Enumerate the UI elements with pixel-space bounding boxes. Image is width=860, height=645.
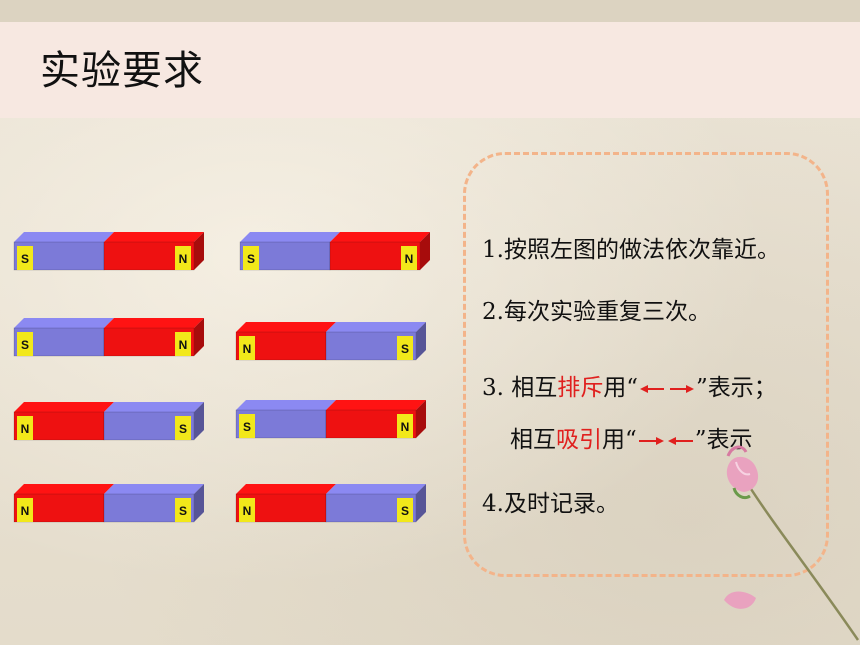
magnet-left-top-face: [14, 402, 114, 412]
magnet-left-top-face: [236, 400, 336, 410]
pole-label-right: S: [179, 504, 187, 518]
magnet-end-face: [194, 402, 204, 440]
magnet-right-top-face: [104, 318, 204, 328]
pole-label-left: S: [21, 338, 29, 352]
flower-decoration-icon: [724, 445, 860, 641]
magnet-left-top-face: [236, 484, 336, 494]
magnet-right-top-face: [326, 322, 426, 332]
requirement-3-suffix: ”表示；: [696, 375, 777, 401]
pole-label-left: S: [21, 252, 29, 266]
magnet-left-top-face: [240, 232, 340, 242]
pole-label-bg: [17, 332, 33, 356]
pole-label-bg: [239, 336, 255, 360]
magnet-left-top-face: [14, 232, 114, 242]
repel-arrows-icon: [640, 385, 695, 393]
requirement-3-prefix: 3. 相互: [482, 375, 558, 401]
magnet-left-top-face: [14, 484, 114, 494]
magnet-end-face: [416, 484, 426, 522]
magnet-end-face: [420, 232, 430, 270]
attract-word: 吸引: [556, 427, 602, 453]
pole-label-bg: [175, 416, 191, 440]
pole-label-right: N: [405, 252, 414, 266]
pole-label-bg: [401, 246, 417, 270]
pole-label-bg: [397, 498, 413, 522]
requirement-3: 3. 相互排斥用“ ”表示；: [482, 368, 777, 402]
pole-label-left: N: [21, 504, 30, 518]
pole-label-left: S: [243, 420, 251, 434]
magnet-end-face: [194, 232, 204, 270]
repel-word: 排斥: [557, 375, 604, 401]
magnet-right-top-face: [326, 484, 426, 494]
magnet-right-top-face: [104, 232, 204, 242]
magnet-left-top-face: [236, 322, 336, 332]
requirement-3-mid: 用“: [603, 375, 639, 401]
pole-label-left: S: [247, 252, 255, 266]
slide-title: 实验要求: [40, 48, 204, 94]
magnet-right-top-face: [330, 232, 430, 242]
magnet-right-top-face: [104, 484, 204, 494]
magnet-end-face: [416, 400, 426, 438]
pole-label-left: N: [21, 422, 30, 436]
pole-label-bg: [397, 336, 413, 360]
requirement-2: 2.每次实验重复三次。: [482, 299, 711, 325]
pole-label-right: N: [401, 420, 410, 434]
attract-arrows-icon: [638, 437, 693, 445]
pole-label-left: N: [243, 504, 252, 518]
pole-label-bg: [17, 498, 33, 522]
magnet-right-top-face: [326, 400, 426, 410]
title-bar: [0, 22, 860, 118]
pole-label-bg: [17, 246, 33, 270]
pole-label-bg: [175, 246, 191, 270]
requirement-3b: 相互吸引用“ ”表示: [510, 420, 753, 454]
pole-label-bg: [239, 498, 255, 522]
pole-label-bg: [175, 498, 191, 522]
pole-label-right: N: [179, 252, 188, 266]
pole-label-bg: [175, 332, 191, 356]
magnet-end-face: [194, 484, 204, 522]
pole-label-right: S: [401, 342, 409, 356]
pole-label-bg: [239, 414, 255, 438]
pole-label-right: N: [179, 338, 188, 352]
requirement-1: 1.按照左图的做法依次靠近。: [482, 237, 780, 263]
requirements-box: [463, 152, 829, 577]
requirement-3b-prefix: 相互: [510, 427, 556, 453]
magnet-end-face: [194, 318, 204, 356]
magnet-end-face: [416, 322, 426, 360]
requirement-4: 4.及时记录。: [482, 491, 619, 517]
top-strip: [0, 0, 860, 22]
magnet-right-top-face: [104, 402, 204, 412]
pole-label-bg: [243, 246, 259, 270]
pole-label-left: N: [243, 342, 252, 356]
pole-label-bg: [397, 414, 413, 438]
requirement-3b-mid: 用“: [602, 427, 637, 453]
magnet-left-top-face: [14, 318, 114, 328]
pole-label-right: S: [179, 422, 187, 436]
pole-label-right: S: [401, 504, 409, 518]
pole-label-bg: [17, 416, 33, 440]
